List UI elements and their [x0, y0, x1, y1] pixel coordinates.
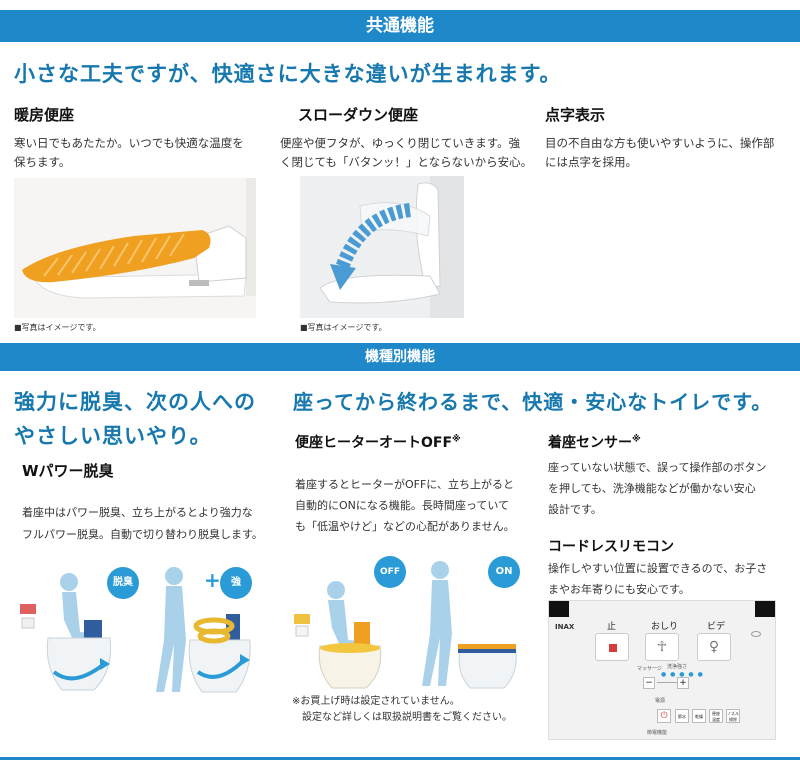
- seat-temp-button[interactable]: 便座 温度: [709, 709, 723, 723]
- pressure-slider[interactable]: [657, 682, 677, 683]
- heated-seat-image: [14, 178, 256, 318]
- w-power-deodorizer-desc: 着座中はパワー脱臭、立ち上がるとより強力な フルパワー脱臭。自動で切り替わり脱臭…: [22, 506, 263, 541]
- heater-auto-off-desc: 着座するとヒーターがOFFに、立ち上がると 自動的にONになる機能。長時間座って…: [295, 478, 515, 533]
- braille-title: 点字表示: [545, 106, 606, 124]
- pressure-plus-button[interactable]: +: [677, 677, 689, 689]
- off-badge: OFF: [374, 556, 406, 588]
- massage-label: マッサージ: [637, 666, 662, 672]
- w-power-deodorizer-title: Wパワー脱臭: [22, 462, 114, 480]
- heater-illustration: [290, 552, 520, 692]
- dry-button[interactable]: 乾燥: [692, 709, 706, 723]
- power-button[interactable]: ⏻: [657, 709, 671, 723]
- power-icon: ⏻: [660, 711, 668, 721]
- bottom-divider: [0, 757, 800, 760]
- cordless-remote-title: コードレスリモコン: [548, 539, 674, 555]
- heated-seat-note: ■写真はイメージです。: [14, 323, 101, 332]
- strong-badge: 強: [220, 567, 252, 599]
- remote-control-panel: INAX 止 おしり ビデ ☥ ♀ マッサージ 洗浄強さ ● ● ● ● ● −…: [548, 600, 776, 740]
- bidet-button[interactable]: ♀: [697, 633, 731, 661]
- comfort-headline: 座ってから終わるまで、快適・安心なトイレです。: [293, 390, 773, 414]
- circle-indicator: [751, 631, 761, 637]
- on-badge: ON: [488, 556, 520, 588]
- pressure-level-dots: ● ● ● ● ●: [661, 671, 704, 678]
- stop-button[interactable]: [595, 633, 629, 661]
- main-headline: 小さな工夫ですが、快適さに大きな違いが生まれます。: [14, 61, 562, 86]
- heater-note: ※お買上げ時は設定されていません。 設定など詳しくは取扱説明書をご覧ください。: [292, 696, 512, 723]
- bidet-label: ビデ: [707, 622, 726, 632]
- cordless-remote-desc: 操作しやすい位置に設置できるので、お子さ まやお年寄りにも安心です。: [548, 562, 768, 596]
- pressure-minus-button[interactable]: −: [643, 677, 655, 689]
- plus-sign: +: [204, 568, 221, 592]
- heated-seat-title: 暖房便座: [14, 106, 75, 124]
- nozzle-clean-button[interactable]: ノズル 掃除: [726, 709, 740, 723]
- slow-down-seat-note: ■写真はイメージです。: [300, 323, 387, 332]
- rear-wash-icon: ☥: [656, 639, 668, 655]
- heater-auto-off-title: 便座ヒーターオートOFF※: [295, 434, 461, 451]
- deodorizer-illustration: [14, 560, 264, 700]
- common-features-banner: 共通機能: [0, 10, 800, 42]
- bidet-icon: ♀: [708, 639, 720, 655]
- brand-logo: INAX: [555, 623, 575, 631]
- rear-wash-button[interactable]: ☥: [645, 633, 679, 661]
- slow-down-seat-desc: 便座や便フタが、ゆっくり閉じていきます。強 く閉じても「バタンッ！」とならないか…: [280, 136, 533, 169]
- deodorizer-headline: 強力に脱臭、次の人への やさしい思いやり。: [14, 389, 256, 448]
- slow-down-seat-image: [300, 176, 464, 318]
- model-features-banner: 機種別機能: [0, 343, 800, 371]
- seat-sensor-title: 着座センサー※: [548, 434, 641, 451]
- slow-down-seat-title: スローダウン便座: [298, 106, 419, 124]
- rear-label: おしり: [651, 622, 679, 632]
- stop-icon: [609, 644, 617, 652]
- bottom-label: 節電機能: [647, 730, 668, 736]
- seat-sensor-desc: 座っていない状態で、誤って操作部のボタン を押しても、洗浄機能などが働かない安心…: [548, 461, 767, 516]
- eco-button[interactable]: 節水: [675, 709, 689, 723]
- deodorize-badge: 脱臭: [107, 567, 139, 599]
- stop-label: 止: [607, 622, 617, 632]
- power-label: 電源: [655, 698, 666, 704]
- braille-desc: 目の不自由な方も使いやすいように、操作部 には点字を採用。: [545, 136, 775, 169]
- pressure-label: 洗浄強さ: [667, 664, 688, 670]
- heated-seat-desc: 寒い日でもあたたか。いつでも快適な温度を 保ちます。: [14, 136, 244, 169]
